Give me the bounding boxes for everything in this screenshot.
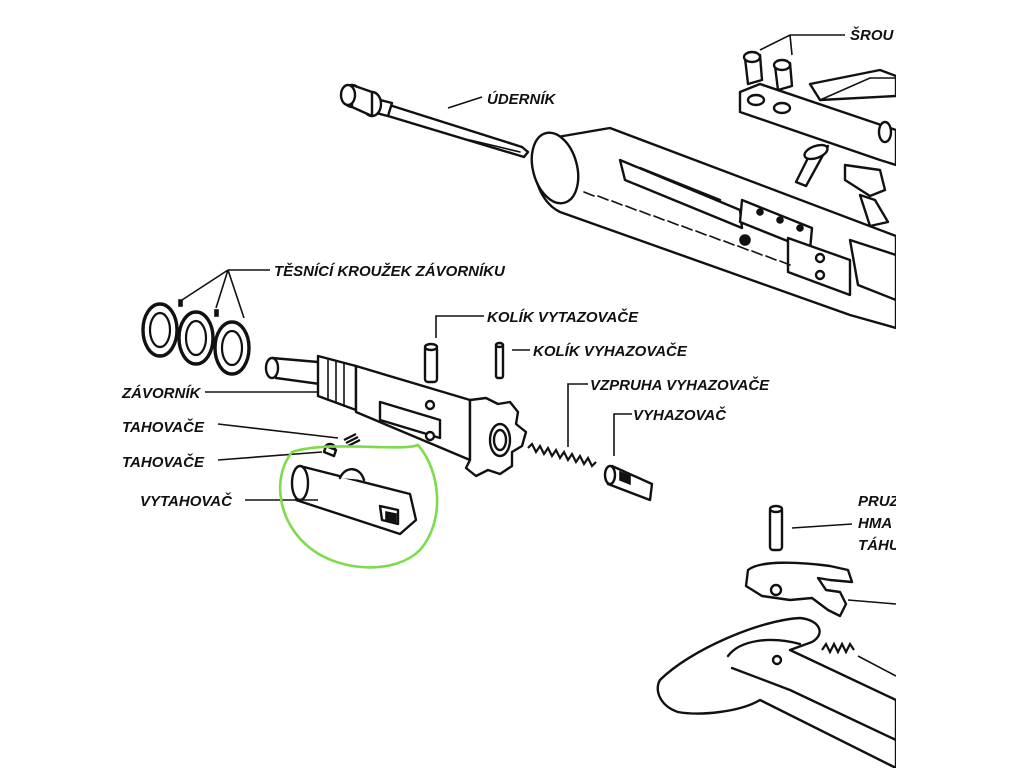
label-kolik-vytazovace: KOLÍK VYTAZOVAČE — [487, 308, 639, 326]
exploded-view-diagram: ÚDERNÍK — [121, 26, 896, 768]
label-pruz-2: HMA — [858, 515, 892, 532]
ejector — [603, 464, 654, 502]
label-udernik: ÚDERNÍK — [487, 90, 557, 108]
cam-pin — [794, 143, 890, 228]
label-pruz-1: PRUZ — [858, 493, 896, 510]
label-tahovace-1: TAHOVAČE — [122, 418, 205, 436]
ejector-spring — [527, 442, 597, 468]
label-tesnici-krouzek: TĚSNÍCÍ KROUŽEK ZÁVORNÍKU — [274, 262, 506, 280]
extractor-spring — [343, 433, 361, 447]
latch-roll-pin — [768, 504, 784, 552]
extractor-pin — [423, 342, 439, 384]
extractor-highlight-ring — [278, 443, 439, 569]
firing-pin — [339, 83, 530, 159]
label-vzpruha-vyhazovace: VZPRUHA VYHAZOVAČE — [590, 376, 770, 394]
bolt — [264, 354, 528, 478]
label-vytahovac: VYTAHOVAČ — [140, 492, 233, 510]
label-tahovace-2: TAHOVAČE — [122, 453, 205, 471]
label-srouby: ŠROU — [850, 26, 895, 44]
label-zavornik: ZÁVORNÍK — [121, 385, 202, 402]
label-kolik-vyhazovace: KOLÍK VYHAZOVAČE — [533, 342, 688, 360]
charging-handle-latch — [744, 561, 854, 618]
label-vyhazovac: VYHAZOVAČ — [633, 406, 727, 424]
exploded-view-stage: ÚDERNÍK — [120, 0, 896, 768]
gas-rings — [141, 299, 251, 376]
label-pruz-3: TÁHU — [858, 537, 896, 554]
ejector-pin — [494, 341, 505, 380]
charging-handle — [656, 616, 896, 768]
gas-key — [738, 50, 896, 167]
extractor — [290, 464, 418, 536]
bolt-carrier — [530, 126, 896, 330]
latch-spring — [821, 641, 855, 655]
